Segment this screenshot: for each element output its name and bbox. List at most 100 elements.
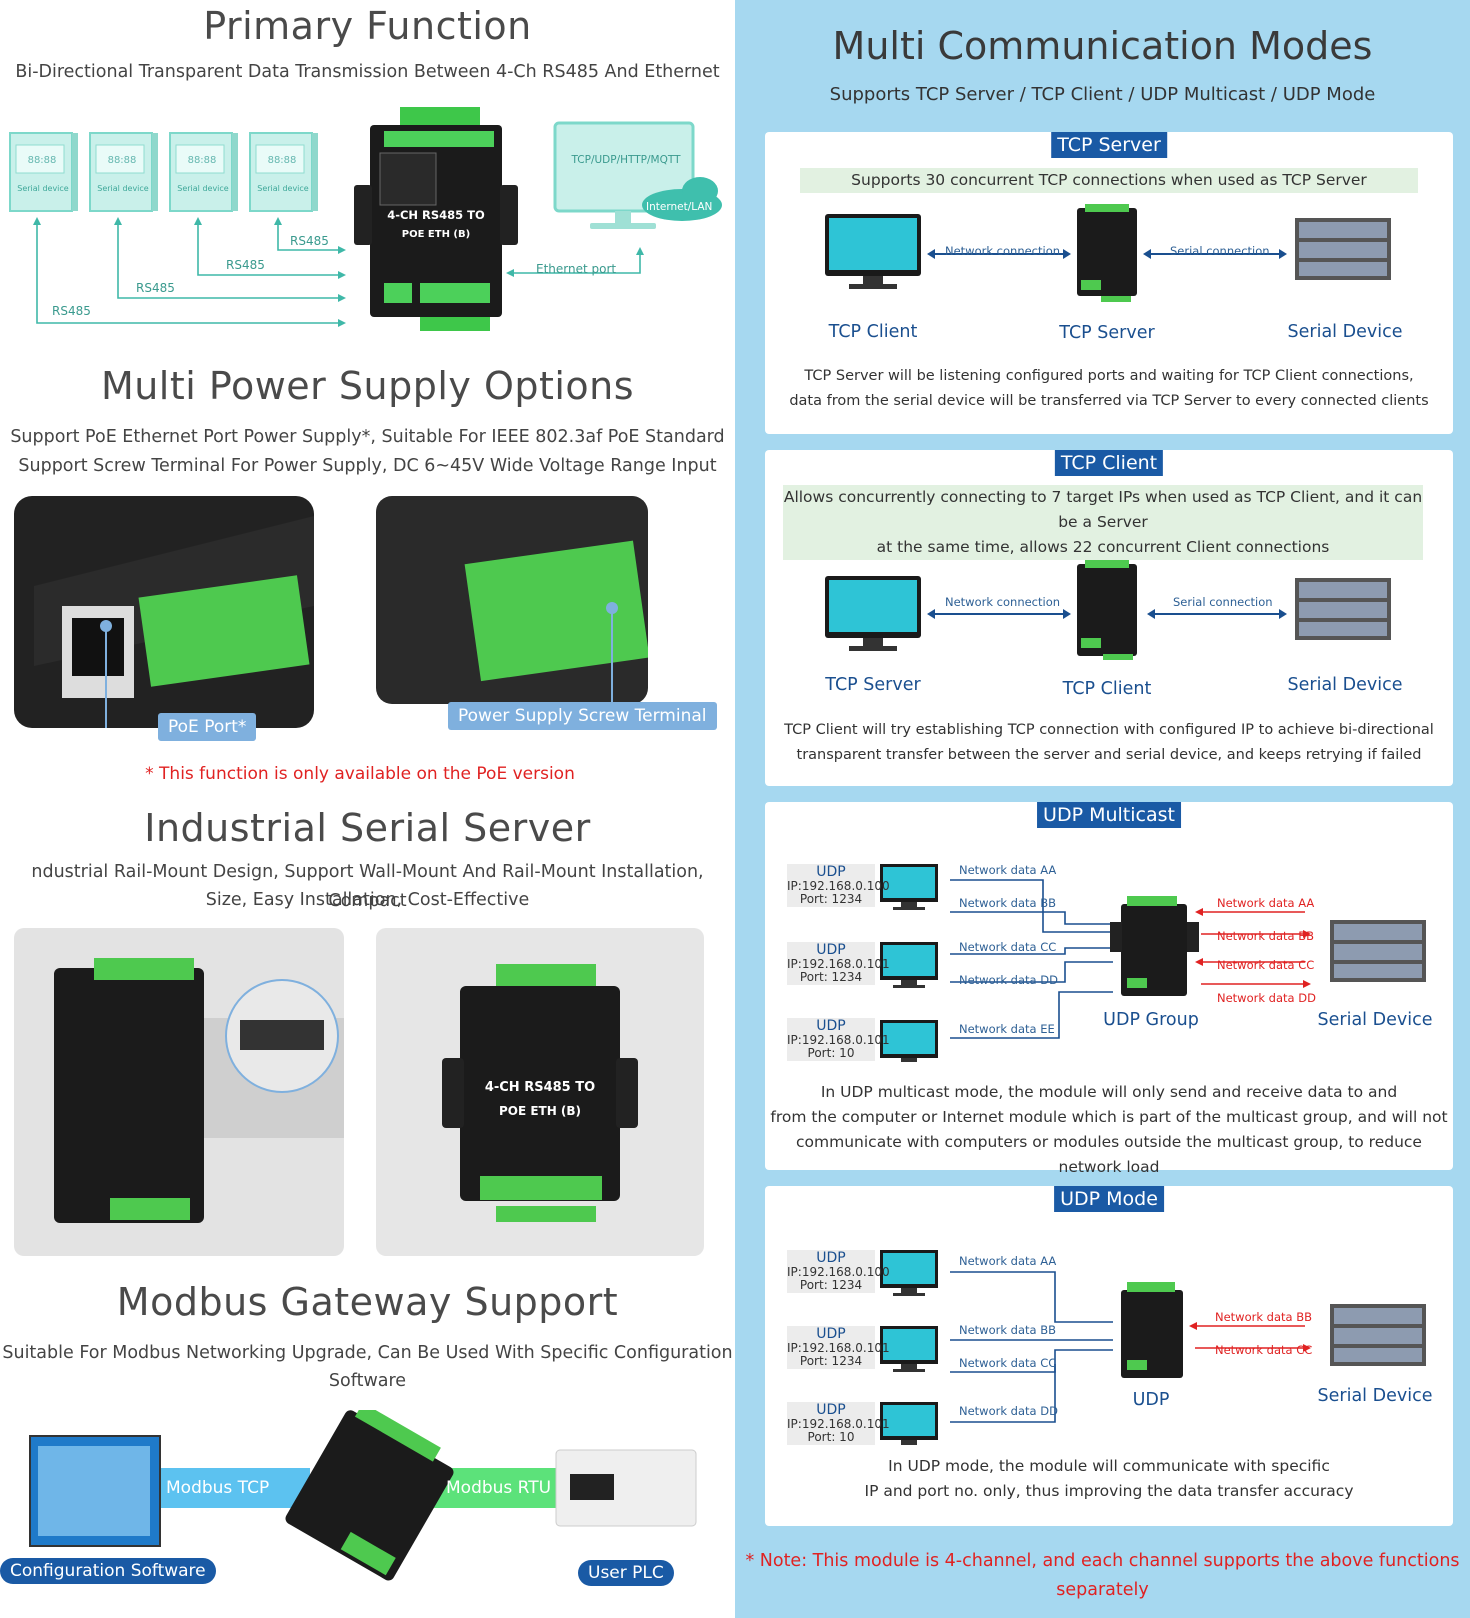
udp-multicast-host-2: UDP IP:192.168.0.101 Port: 1234 [787,942,890,985]
poe-port-label: PoE Port* [158,713,257,741]
modbus-device-image [285,1410,454,1581]
right-column: Multi Communication Modes Supports TCP S… [735,0,1470,1618]
mc-serial-device-label: Serial Device [1317,1010,1433,1030]
user-plc-label: User PLC [578,1560,674,1586]
rs485-label-4: RS485 [52,304,91,318]
udp-host-monitor-3 [880,1020,938,1062]
udp-mode-badge: UDP Mode [1054,1186,1164,1212]
host-3-port: Port: 10 [807,1046,855,1060]
screw-terminal-photo [376,496,648,704]
tcp-server-right-label: Serial Device [1287,322,1403,342]
tcp-server-mid-label: TCP Server [1059,323,1155,343]
udp-mode-monitor-2 [880,1326,938,1372]
mode-host-1-port: Port: 1234 [799,1278,863,1292]
udp-multicast-badge: UDP Multicast [1037,802,1181,828]
mc-net-left-5: Network data EE [959,1022,1055,1036]
tcp-server-info-bar: Supports 30 concurrent TCP connections w… [800,168,1418,193]
udp-group-label: UDP Group [1103,1010,1199,1030]
modbus-title: Modbus Gateway Support [116,1280,619,1324]
mode-desc2: IP and port no. only, thus improving the… [864,1482,1354,1500]
mode-net-left-3: Network data CC [959,1356,1057,1370]
mc-desc3: communicate with computers or modules ou… [796,1133,1422,1176]
serial-display-2: 88:88 [107,155,137,166]
modbus-tcp-label: Modbus TCP [166,1478,270,1498]
tcp-client-info-bar: Allows concurrently connecting to 7 targ… [783,485,1423,560]
udp-mode-device-icon [1121,1282,1183,1378]
modbus-rtu-label: Modbus RTU [446,1478,552,1498]
mode-host-2-port: Port: 1234 [799,1354,863,1368]
rail-mount-photo [14,928,344,1256]
host-3-udp: UDP [816,1018,846,1034]
mode-host-2-ip: IP:192.168.0.101 [787,1341,890,1355]
modbus-line2: Software [328,1371,407,1391]
host-2-ip: IP:192.168.0.101 [787,957,890,971]
udp-multicast-diagram [880,864,1426,1062]
tcp-client-bar-line2: at the same time, allows 22 concurrent C… [876,538,1330,556]
poe-port-photo [14,496,314,728]
serial-device-client-icon [1295,578,1391,640]
serial-display-1: 88:88 [27,155,57,166]
tcp-client-net-conn: Network connection [945,595,1061,609]
mode-host-3-udp: UDP [816,1402,846,1418]
ethernet-port-label: Ethernet port [536,262,617,276]
tcp-server-diagram [825,204,1391,302]
tcp-client-monitor-icon [825,214,921,289]
pc-monitor-icon [553,121,695,229]
tcp-server-desc2: data from the serial device will be tran… [789,393,1429,409]
mode-host-3-ip: IP:192.168.0.101 [787,1417,890,1431]
power-supply-line1: Support PoE Ethernet Port Power Supply*,… [10,427,725,447]
tcp-server-device-icon [1077,204,1137,302]
config-software-screen [29,1435,161,1547]
serial-device-4 [249,132,318,212]
rs485-label-2: RS485 [226,258,265,272]
primary-function-subtitle: Bi-Directional Transparent Data Transmis… [15,62,720,82]
serial-device-label-1: Serial device [17,184,69,193]
wall-mount-photo [376,928,704,1256]
tcp-client-serial-conn: Serial connection [1173,595,1273,609]
mode-host-2-udp: UDP [816,1326,846,1342]
mode-net-right-1: Network data BB [1215,1310,1313,1324]
tcp-client-panel: TCP Client Allows concurrently connectin… [765,450,1453,786]
udp-multicast-panel: UDP Multicast [765,802,1453,1176]
industrial-title: Industrial Serial Server [144,806,591,850]
power-supply-title: Multi Power Supply Options [100,364,635,408]
industrial-line1: ndustrial Rail-Mount Design, Support Wal… [31,862,704,911]
comm-modes-subtitle: Supports TCP Server / TCP Client / UDP M… [829,84,1376,105]
poe-version-note: * This function is only available on the… [145,764,575,784]
power-supply-line2: Support Screw Terminal For Power Supply,… [18,456,717,476]
channel-note-line2: separately [1056,1580,1149,1600]
mc-net-left-1: Network data AA [959,863,1057,877]
device-name-line1: 4-CH RS485 TO [387,208,485,222]
serial-device-label-2: Serial device [97,184,149,193]
udp-multicast-serial-device-icon [1330,920,1426,982]
tcp-client-diagram [825,560,1391,660]
udp-mode-monitor-3 [880,1402,938,1445]
mode-desc1: In UDP mode, the module will communicate… [888,1457,1330,1475]
mc-net-right-4: Network data DD [1217,991,1316,1005]
tcp-server-monitor-icon [825,576,921,651]
tcp-server-badge: TCP Server [1051,132,1167,158]
udp-multicast-host-1: UDP IP:192.168.0.100 Port: 1234 [787,864,890,907]
udp-mode-host-3: UDP IP:192.168.0.101 Port: 10 [787,1402,890,1445]
screw-terminal-label: Power Supply Screw Terminal [448,702,717,730]
primary-function-diagram [9,107,722,331]
modbus-line1: Suitable For Modbus Networking Upgrade, … [2,1343,733,1363]
mode-net-right-2: Network data CC [1215,1343,1313,1357]
tcp-server-serial-conn: Serial connection [1170,244,1270,258]
serial-display-4: 88:88 [267,155,297,166]
tcp-client-device-icon [1077,560,1137,660]
wall-device-line2: POE ETH (B) [498,1104,582,1118]
left-column: Primary Function Bi-Directional Transpar… [0,4,733,1586]
udp-multicast-host-3: UDP IP:192.168.0.101 Port: 10 [787,1018,890,1061]
mode-host-3-port: Port: 10 [807,1430,855,1444]
host-3-ip: IP:192.168.0.101 [787,1033,890,1047]
tcp-server-desc1: TCP Server will be listening configured … [804,368,1414,384]
mc-desc1: In UDP multicast mode, the module will o… [820,1083,1398,1101]
mc-net-right-3: Network data CC [1217,958,1315,972]
tcp-server-panel: TCP Server Supports 30 concurrent TCP co… [765,132,1453,434]
udp-mode-host-1: UDP IP:192.168.0.100 Port: 1234 [787,1250,890,1293]
tcp-client-mid-label: TCP Client [1062,679,1152,699]
mode-net-left-1: Network data AA [959,1254,1057,1268]
tcp-client-desc1: TCP Client will try establishing TCP con… [784,722,1434,738]
udp-mode-panel: UDP Mode [765,1186,1453,1526]
